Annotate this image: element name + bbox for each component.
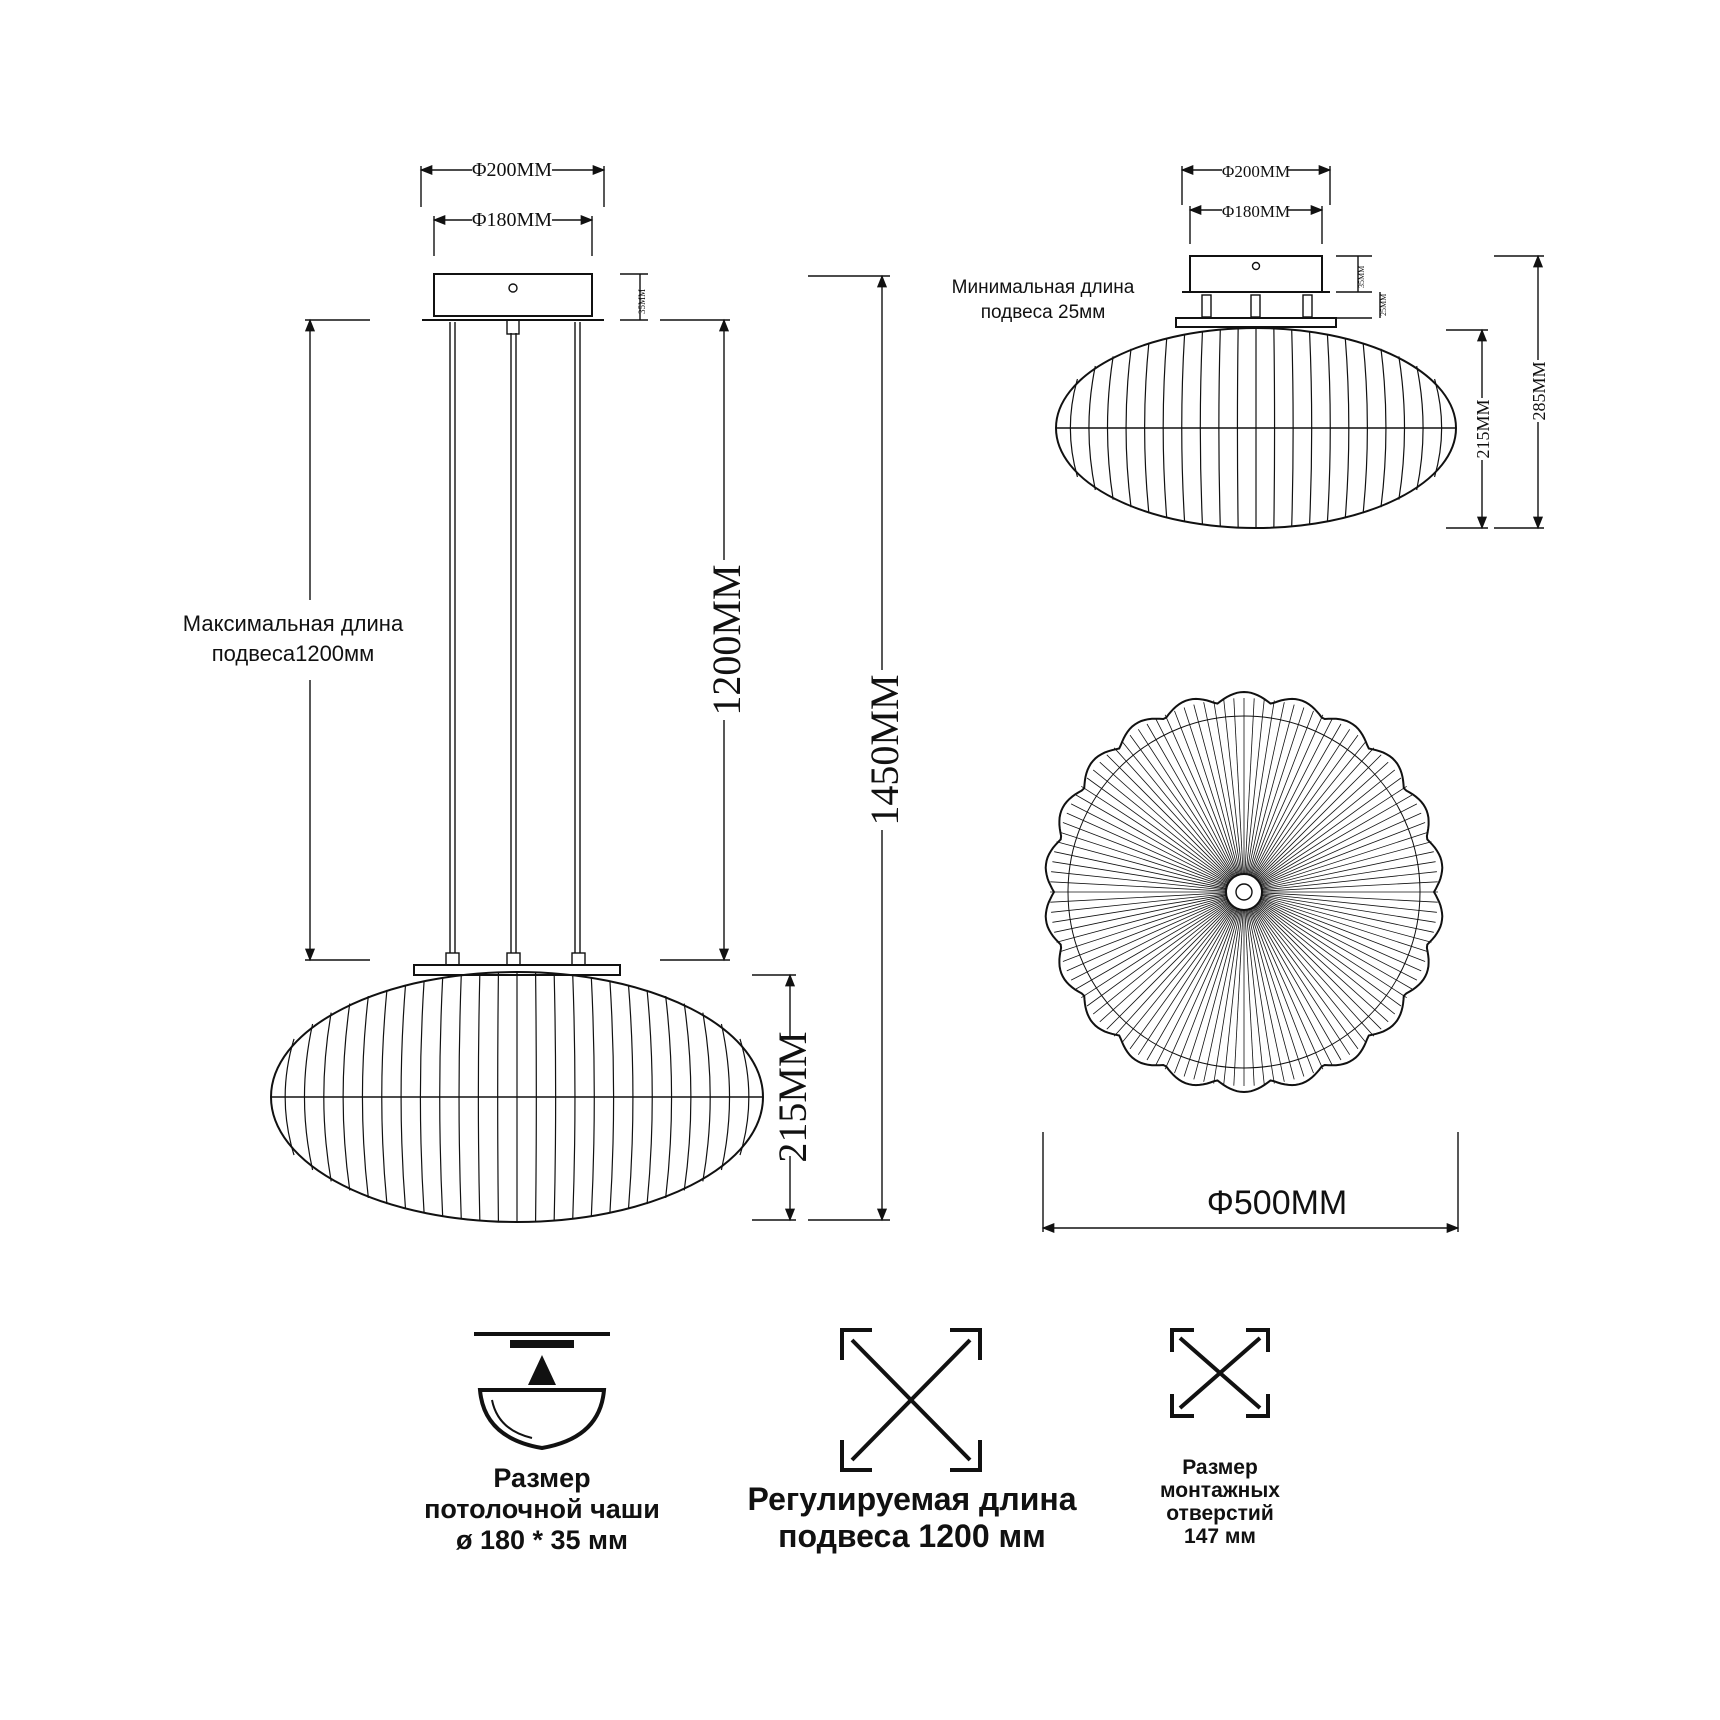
- suspension-length-label: 1200MM: [704, 564, 749, 715]
- ceiling-canopy-icon: [474, 1332, 610, 1451]
- ceiling-canopy-plate: [1189, 255, 1323, 293]
- canopy-caption-line1: Размер: [493, 1463, 590, 1493]
- pendant-ceiling-plate: [433, 273, 593, 317]
- adjustable-caption-line2: подвеса 1200 мм: [778, 1518, 1046, 1554]
- top-view-diameter-label: Φ500MM: [1207, 1184, 1348, 1222]
- ceiling-shade-height-label: 215MM: [1473, 399, 1493, 458]
- holes-caption-line3: отверстий: [1166, 1502, 1274, 1525]
- max-length-note-line2: подвеса1200мм: [212, 641, 375, 666]
- pendant-shade-height-dim: 215MM: [752, 973, 815, 1222]
- adjustable-caption-line1: Регулируемая длина: [748, 1481, 1077, 1517]
- ceiling-outer-diameter-label: Φ200MM: [1222, 162, 1290, 181]
- suspension-wires: [445, 319, 586, 966]
- pendant-outer-diameter-label: Φ200MM: [472, 159, 552, 181]
- pendant-shade-height-label: 215MM: [770, 1031, 815, 1162]
- total-height-dim: 1450MM: [808, 274, 907, 1222]
- holes-caption-line2: монтажных: [1160, 1479, 1280, 1502]
- holes-caption-line1: Размер: [1182, 1456, 1258, 1479]
- min-length-note-line2: подвеса 25мм: [981, 302, 1106, 323]
- ceiling-total-height-label: 285MM: [1529, 361, 1549, 420]
- pendant-outer-diameter-dim: Φ200MM: [419, 158, 606, 207]
- top-view-flower: [1044, 690, 1444, 1094]
- ceiling-outer-diameter-dim: Φ200MM: [1180, 161, 1332, 205]
- ceiling-shade: [1055, 327, 1457, 529]
- ceiling-view: Φ200MM Φ180MM Минимальная длина подвеса …: [952, 161, 1549, 530]
- pendant-plate-height-label: 35MM: [637, 289, 647, 314]
- pendant-shade: [270, 971, 764, 1223]
- ceiling-gap-height-label: 25MM: [1379, 294, 1388, 316]
- canopy-caption-line2: потолочной чаши: [424, 1494, 660, 1524]
- total-height-label: 1450MM: [862, 674, 907, 825]
- pendant-view: Φ200MM Φ180MM 35MM: [183, 158, 907, 1223]
- adjustable-length-icon: [840, 1328, 982, 1472]
- top-view-diameter-dim: Φ500MM: [1041, 1132, 1460, 1234]
- canopy-caption-line3: ø 180 * 35 мм: [456, 1525, 628, 1555]
- min-length-note-line1: Минимальная длина: [952, 277, 1135, 298]
- ceiling-plate-height-label: 35MM: [1357, 266, 1366, 288]
- ceiling-inner-diameter-label: Φ180MM: [1222, 202, 1290, 221]
- pendant-inner-diameter-label: Φ180MM: [472, 209, 552, 231]
- suspension-length-dim: 1200MM: [660, 318, 749, 962]
- top-view: Φ500MM: [1041, 690, 1460, 1234]
- holes-caption-line4: 147 мм: [1184, 1525, 1256, 1548]
- mounting-holes-icon: [1170, 1328, 1270, 1418]
- pendant-inner-diameter-dim: Φ180MM: [432, 208, 594, 256]
- max-length-note-line1: Максимальная длина: [183, 611, 404, 636]
- ceiling-inner-diameter-dim: Φ180MM: [1188, 201, 1324, 244]
- max-length-dim: Максимальная длина подвеса1200мм: [183, 318, 404, 962]
